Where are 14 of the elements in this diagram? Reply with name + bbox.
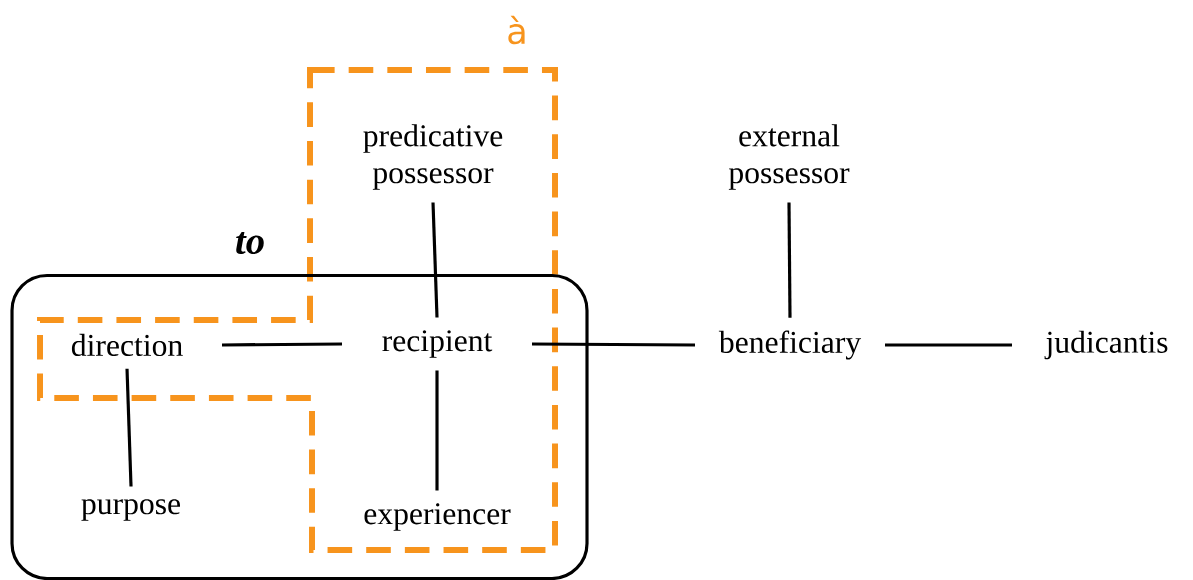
connector-line xyxy=(532,342,695,347)
node-label: external possessor xyxy=(728,124,850,190)
connector-line xyxy=(222,342,343,347)
connector-line xyxy=(431,202,439,318)
connector-line xyxy=(125,368,133,487)
connector-line xyxy=(435,370,439,491)
region-label: à xyxy=(508,15,525,45)
connector-line xyxy=(885,343,1012,347)
box-label: to xyxy=(236,231,264,255)
node-label: beneficiary xyxy=(718,330,862,360)
node-label: purpose xyxy=(81,499,180,521)
node-label: predicative possessor xyxy=(363,124,503,190)
node-label: judicantis xyxy=(1044,330,1168,360)
connector-line xyxy=(787,202,792,318)
